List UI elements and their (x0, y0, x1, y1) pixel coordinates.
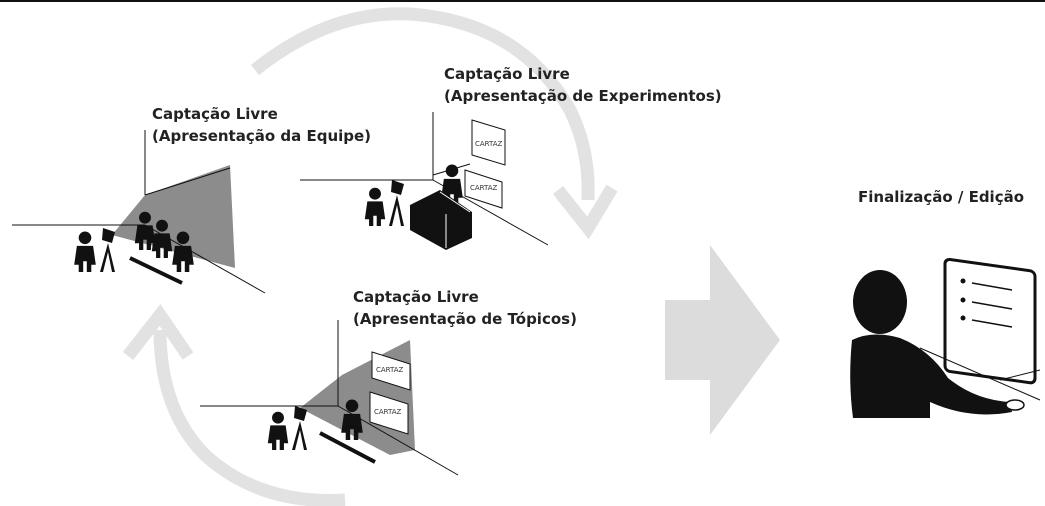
screen-lines (971, 282, 1013, 328)
editor-body (850, 334, 1012, 418)
poster-label: CARTAZ (475, 140, 503, 148)
final-stage-label: Finalização / Edição (858, 186, 1024, 208)
scene-subtitle: (Apresentação de Experimentos) (444, 87, 722, 105)
scene-topics-label: Captação Livre (Apresentação de Tópicos) (353, 286, 577, 330)
camera-operator (364, 187, 386, 226)
monitor (943, 257, 1037, 385)
scene-team-label: Captação Livre (Apresentação da Equipe) (152, 103, 371, 147)
scene-topics: CARTAZ CARTAZ (200, 320, 459, 476)
scene-title: Captação Livre (444, 65, 570, 83)
camera-cone (112, 165, 235, 268)
scene-subtitle: (Apresentação de Tópicos) (353, 310, 577, 328)
stage-mark (129, 256, 183, 285)
poster: CARTAZ (369, 391, 409, 435)
person-at-computer-icon (850, 257, 1041, 418)
scene-subtitle: (Apresentação da Equipe) (152, 127, 372, 145)
editor-head (853, 270, 907, 334)
tripod-camera-icon (389, 180, 404, 226)
scene-title: Captação Livre (152, 105, 278, 123)
poster: CARTAZ (464, 169, 503, 209)
scene-team (12, 130, 266, 294)
wall-top-line (144, 167, 231, 196)
right-arrow-icon (665, 245, 780, 435)
poster: CARTAZ (371, 351, 411, 391)
final-title: Finalização / Edição (858, 188, 1025, 206)
circular-arrows-icon (122, 7, 618, 506)
tripod-camera-icon (292, 406, 307, 450)
scene-experiments: CARTAZ CARTAZ (300, 112, 549, 250)
desk-line (999, 369, 1041, 381)
experiment-table (410, 190, 472, 250)
poster-label: CARTAZ (470, 184, 498, 192)
tripod-camera-icon (100, 228, 115, 272)
stage-mark (319, 431, 376, 464)
editor-hand (1005, 399, 1025, 411)
poster-label: CARTAZ (376, 366, 404, 374)
camera-operator (74, 231, 96, 272)
scene-title: Captação Livre (353, 288, 479, 306)
poster-label: CARTAZ (374, 408, 402, 416)
desk-line (919, 347, 1041, 401)
poster: CARTAZ (471, 119, 506, 166)
camera-operator (267, 411, 289, 450)
scene-experiments-label: Captação Livre (Apresentação de Experime… (444, 63, 722, 107)
